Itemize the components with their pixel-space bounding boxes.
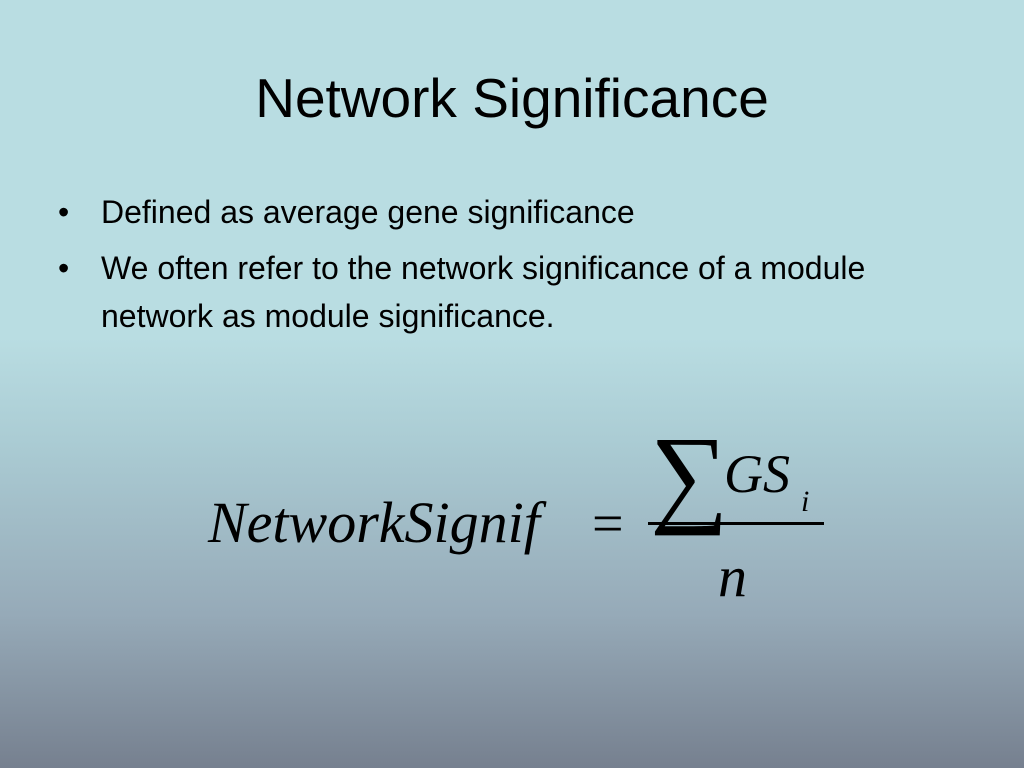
formula-numerator: GS [724, 444, 790, 504]
bullet-marker: • [58, 250, 70, 286]
formula-fraction-bar [648, 522, 824, 525]
formula-denominator: n [718, 544, 747, 609]
bullet-list: • Defined as average gene significance •… [58, 188, 978, 348]
bullet-item: • We often refer to the network signific… [58, 244, 978, 340]
bullet-text: Defined as average gene significance [101, 194, 635, 230]
formula-lhs: NetworkSignif [208, 490, 540, 555]
formula-sum-symbol: ∑ [650, 414, 729, 536]
slide-title: Network Significance [255, 67, 769, 129]
formula-subscript: i [801, 485, 810, 518]
formula-equals-sign: = [592, 493, 624, 555]
bullet-marker: • [58, 194, 70, 230]
bullet-text: We often refer to the network significan… [101, 250, 866, 334]
bullet-item: • Defined as average gene significance [58, 188, 978, 236]
